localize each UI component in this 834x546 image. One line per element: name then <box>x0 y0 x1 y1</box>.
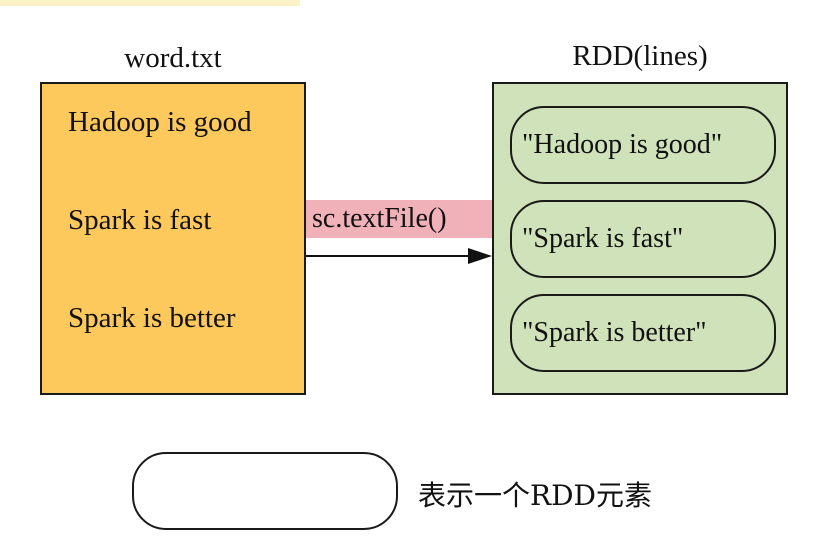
rdd-title: RDD(lines) <box>572 40 708 72</box>
transform-arrow-icon <box>306 248 492 264</box>
file-line-2: Spark is fast <box>68 204 212 236</box>
file-line-1: Hadoop is good <box>68 106 252 138</box>
rdd-element-2: "Spark is fast" <box>510 200 776 278</box>
file-line-3: Spark is better <box>68 302 236 334</box>
legend-rdd-element-shape <box>132 452 398 530</box>
rdd-element-3: "Spark is better" <box>510 294 776 372</box>
file-box: Hadoop is good Spark is fast Spark is be… <box>40 82 306 395</box>
legend-text: 表示一个RDD元素 <box>418 479 652 512</box>
operation-label: sc.textFile() <box>306 200 492 238</box>
rdd-box: "Hadoop is good" "Spark is fast" "Spark … <box>492 82 788 395</box>
file-title: word.txt <box>124 42 222 74</box>
rdd-element-1: "Hadoop is good" <box>510 106 776 184</box>
top-highlight-strip <box>0 0 300 6</box>
